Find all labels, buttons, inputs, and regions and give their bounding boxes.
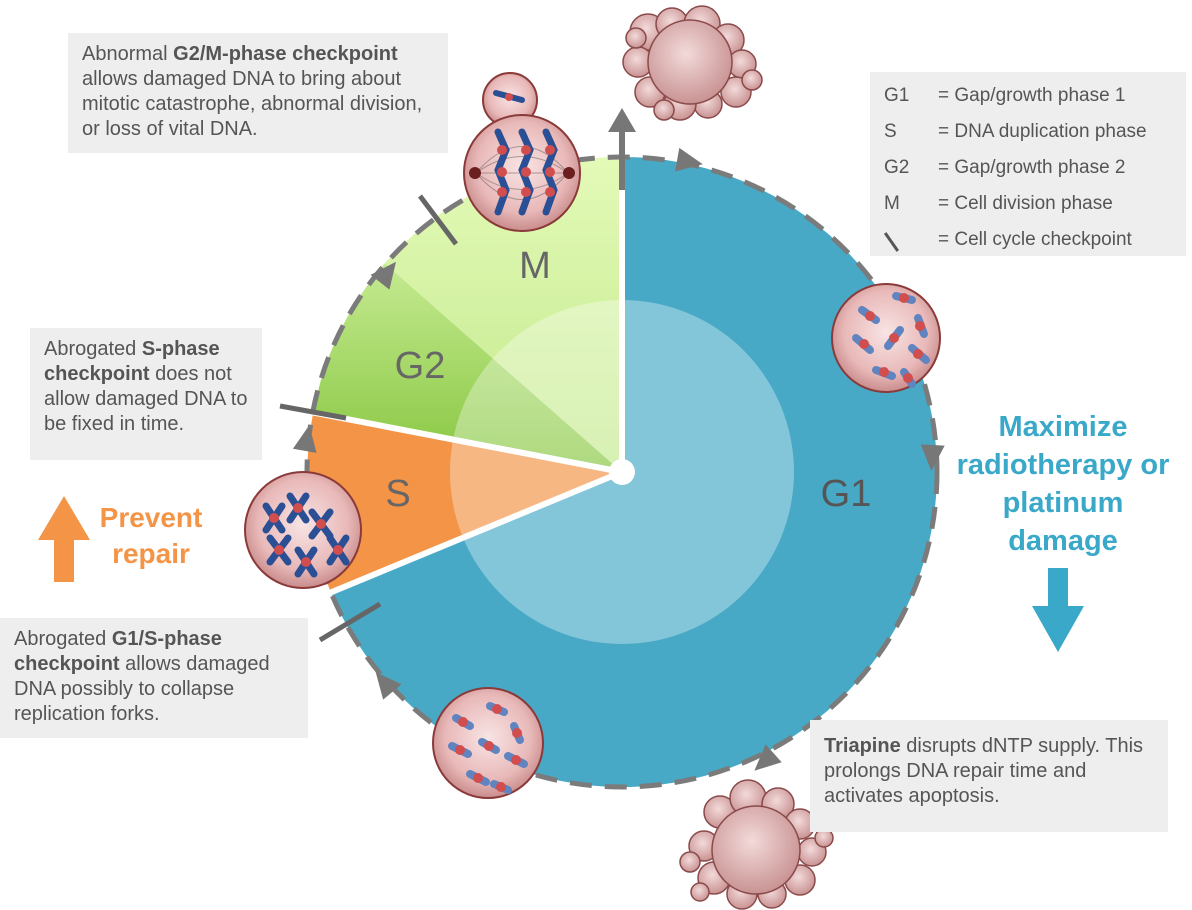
m-exit-arrow xyxy=(608,108,636,190)
phase-separators xyxy=(312,157,625,596)
maximize-damage-label: Maximize radiotherapy or platinum damage xyxy=(956,411,1170,557)
note-bold-text: G1/S-phase checkpoint xyxy=(14,628,222,675)
note-text: disrupts dNTP supply. This prolongs DNA … xyxy=(824,735,1144,807)
legend-abbr: S xyxy=(884,121,897,142)
note-text: Abrogated xyxy=(14,628,112,650)
s-phase-cell xyxy=(244,471,362,589)
m-wedge xyxy=(384,156,622,472)
legend-abbr: G2 xyxy=(884,157,910,178)
phase-label-s: S xyxy=(385,473,410,515)
apoptotic-cell-bottom xyxy=(679,779,834,910)
legend-abbr: G1 xyxy=(884,85,910,106)
note-text: does not allow damaged DNA to be fixed i… xyxy=(44,363,248,435)
legend-desc: = Cell division phase xyxy=(938,193,1113,214)
checkpoint-mark-icon xyxy=(883,232,900,252)
g1-cell-right xyxy=(831,283,941,393)
phase-label-g2: G2 xyxy=(395,345,446,387)
g1-cell-bottom xyxy=(432,687,544,799)
note-text: allows damaged DNA possibly to collapse … xyxy=(14,653,270,725)
mitotic-cell xyxy=(463,72,581,232)
legend-row-g2: G2 = Gap/growth phase 2 xyxy=(884,157,1186,193)
prevent-repair-label: Prevent repair xyxy=(99,502,203,569)
apoptotic-cell-top xyxy=(622,5,763,121)
legend-row-g1: G1 = Gap/growth phase 1 xyxy=(884,85,1186,121)
prevent-arrow xyxy=(38,496,90,582)
note-bold-text: S-phase checkpoint xyxy=(44,338,220,385)
legend-abbr: M xyxy=(884,193,900,214)
center-dot xyxy=(609,459,635,485)
legend-desc: = Gap/growth phase 2 xyxy=(938,157,1126,178)
note-bold-text: G2/M-phase checkpoint xyxy=(173,43,398,65)
note-text: Abnormal xyxy=(82,43,174,65)
note-bold-text: Triapine xyxy=(824,735,901,757)
phase-label-g1: G1 xyxy=(821,473,872,515)
legend: G1 = Gap/growth phase 1 S = DNA duplicat… xyxy=(870,72,1186,256)
legend-desc: = DNA duplication phase xyxy=(938,121,1147,142)
legend-desc: = Cell cycle checkpoint xyxy=(938,229,1132,250)
legend-row-s: S = DNA duplication phase xyxy=(884,121,1186,157)
g2m-checkpoint-note: Abnormal G2/M-phase checkpoint allows da… xyxy=(68,33,448,153)
note-text: Abrogated xyxy=(44,338,142,360)
note-text: allows damaged DNA to bring about mitoti… xyxy=(82,68,423,140)
legend-row-m: M = Cell division phase xyxy=(884,193,1186,229)
legend-row-checkpoint: = Cell cycle checkpoint xyxy=(883,229,1186,265)
legend-desc: = Gap/growth phase 1 xyxy=(938,85,1126,106)
maximize-arrow xyxy=(1032,568,1084,652)
triapine-note: Triapine disrupts dNTP supply. This prol… xyxy=(810,720,1168,832)
g2-wedge xyxy=(313,263,622,472)
checkpoint-marks xyxy=(279,194,458,643)
s-checkpoint-note: Abrogated S-phase checkpoint does not al… xyxy=(30,328,262,460)
phase-label-m: M xyxy=(519,245,551,287)
g1s-checkpoint-note: Abrogated G1/S-phase checkpoint allows d… xyxy=(0,618,308,738)
